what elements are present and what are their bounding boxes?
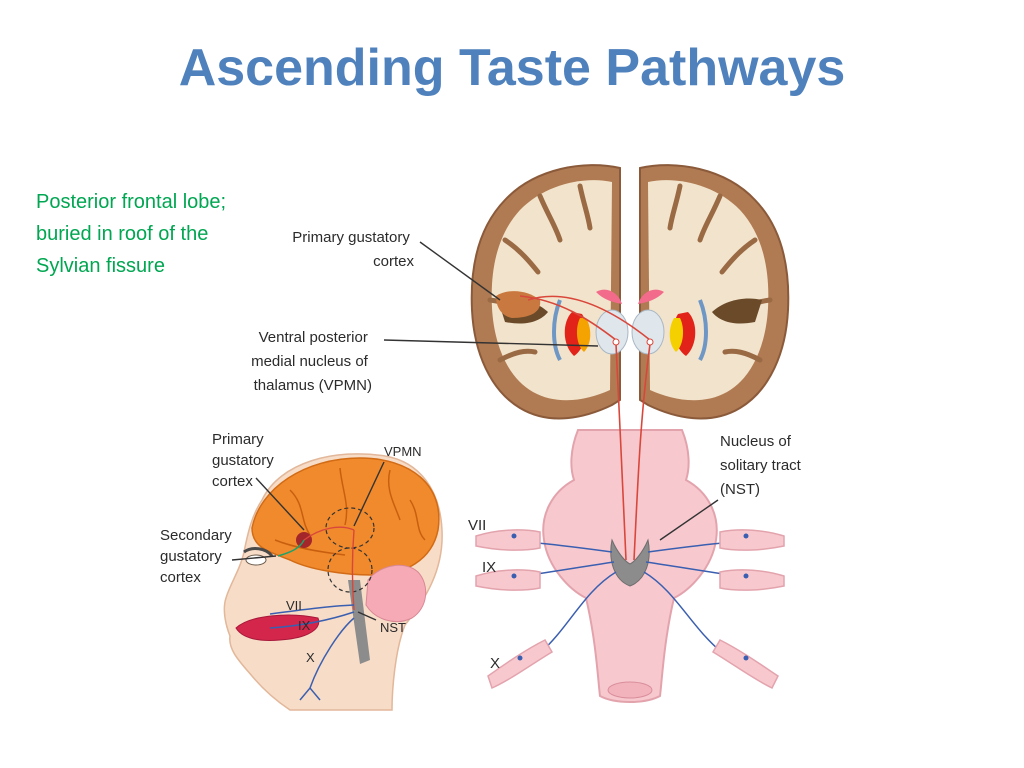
leader-lines (231, 241, 719, 621)
brainstem-base (607, 681, 653, 699)
label-vpmn-full: Ventral posterior medial nucleus of thal… (251, 329, 372, 394)
label-nerve-x: X (490, 655, 500, 672)
label-secondary-gustatory: Secondary gustatory cortex (160, 527, 236, 586)
label-vpmn-short: VPMN (384, 444, 422, 459)
note-line-3: Sylvian fissure (36, 255, 165, 277)
slide-title: Ascending Taste Pathways (178, 39, 846, 97)
label-nst-full: Nucleus of solitary tract (NST) (720, 433, 805, 498)
ascending-pathway-lines (519, 295, 651, 561)
label-nerve-vii-head: VII (286, 598, 302, 613)
brainstem (542, 429, 718, 703)
left-thalamus (595, 309, 629, 355)
label-nst-short: NST (380, 620, 406, 635)
note-line-2: buried in roof of the (36, 223, 209, 245)
label-primary-gustatory-top: Primary gustatory cortex (292, 229, 414, 270)
right-sylvian-fissure (712, 298, 762, 324)
head-sagittal-view (223, 453, 443, 711)
label-nerve-vii: VII (468, 517, 486, 534)
label-nerve-ix: IX (482, 559, 496, 576)
location-note: Posterior frontal lobe; buried in roof o… (36, 186, 296, 282)
nucleus-solitary-tract-shape (610, 538, 650, 587)
note-line-1: Posterior frontal lobe; (36, 191, 227, 213)
cerebellum (365, 564, 427, 622)
label-primary-gustatory-head: Primary gustatory cortex (212, 431, 278, 490)
cranial-nerves-right-diagram (475, 529, 785, 690)
right-basal-ganglia-inner (669, 318, 684, 352)
label-nerve-ix-head: IX (298, 618, 311, 633)
label-nerve-x-head: X (306, 650, 315, 665)
left-basal-ganglia-inner (576, 318, 591, 352)
coronal-brain-section (470, 164, 790, 420)
left-lateral-ventricle (596, 289, 622, 304)
right-lateral-ventricle (638, 289, 664, 304)
right-thalamus (631, 309, 665, 355)
